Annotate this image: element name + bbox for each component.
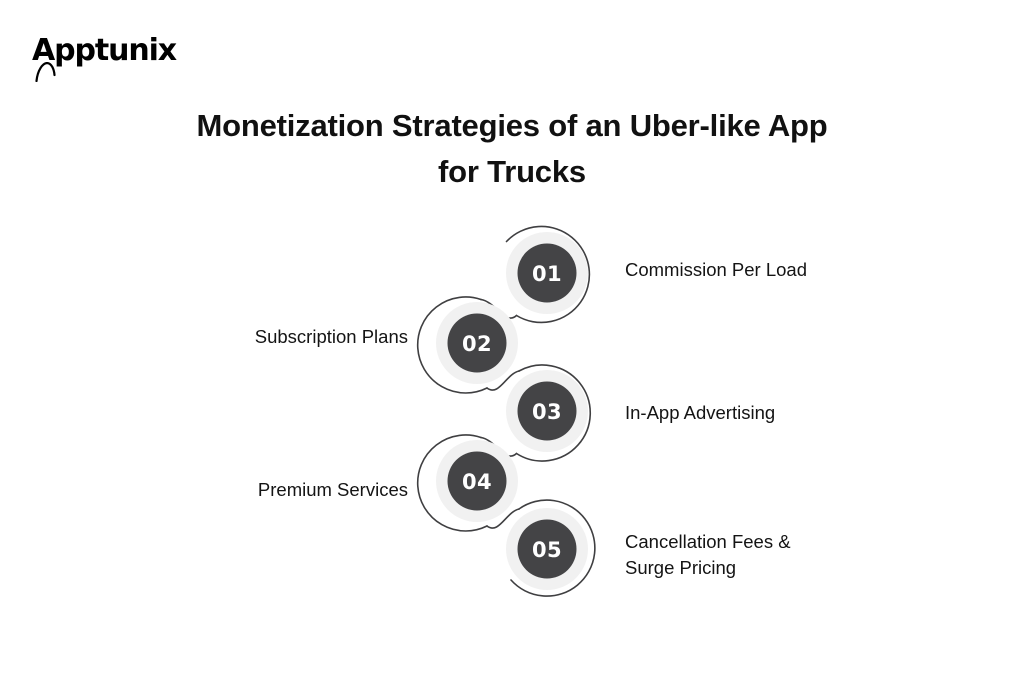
- badge-halo-01: [506, 232, 588, 314]
- badge-05[interactable]: 05: [517, 519, 577, 579]
- badge-halo-04: [436, 440, 518, 522]
- badge-04[interactable]: 04: [447, 451, 507, 511]
- badge-number-02: 02: [462, 332, 492, 356]
- brand-logo: Apptunix: [32, 26, 177, 82]
- chain-label-05: Cancellation Fees & Surge Pricing: [625, 531, 791, 579]
- chain-label-02: Subscription Plans: [254, 326, 408, 347]
- badge-circle-05: [517, 519, 577, 579]
- page-title: Monetization Strategies of an Uber-like …: [196, 107, 828, 189]
- chain-label-01: Commission Per Load: [625, 259, 807, 280]
- badge-circle-01: [517, 243, 577, 303]
- badge-01[interactable]: 01: [517, 243, 577, 303]
- badge-circle-03: [517, 381, 577, 441]
- badge-halo-02: [436, 302, 518, 384]
- chain-label-03: In-App Advertising: [625, 402, 776, 423]
- badge-circle-02: [447, 313, 507, 373]
- chain-label-04: Premium Services: [257, 479, 408, 500]
- badge-03[interactable]: 03: [517, 381, 577, 441]
- badge-number-04: 04: [462, 470, 492, 494]
- chain-outline: [416, 225, 596, 597]
- badge-number-05: 05: [532, 538, 562, 562]
- badge-02[interactable]: 02: [447, 313, 507, 373]
- badge-number-01: 01: [532, 262, 562, 286]
- badge-number-03: 03: [532, 400, 562, 424]
- badge-halos: [436, 232, 588, 590]
- brand-name: Apptunix: [32, 33, 177, 68]
- badge-halo-03: [506, 370, 588, 452]
- badge-halo-05: [506, 508, 588, 590]
- badge-circle-04: [447, 451, 507, 511]
